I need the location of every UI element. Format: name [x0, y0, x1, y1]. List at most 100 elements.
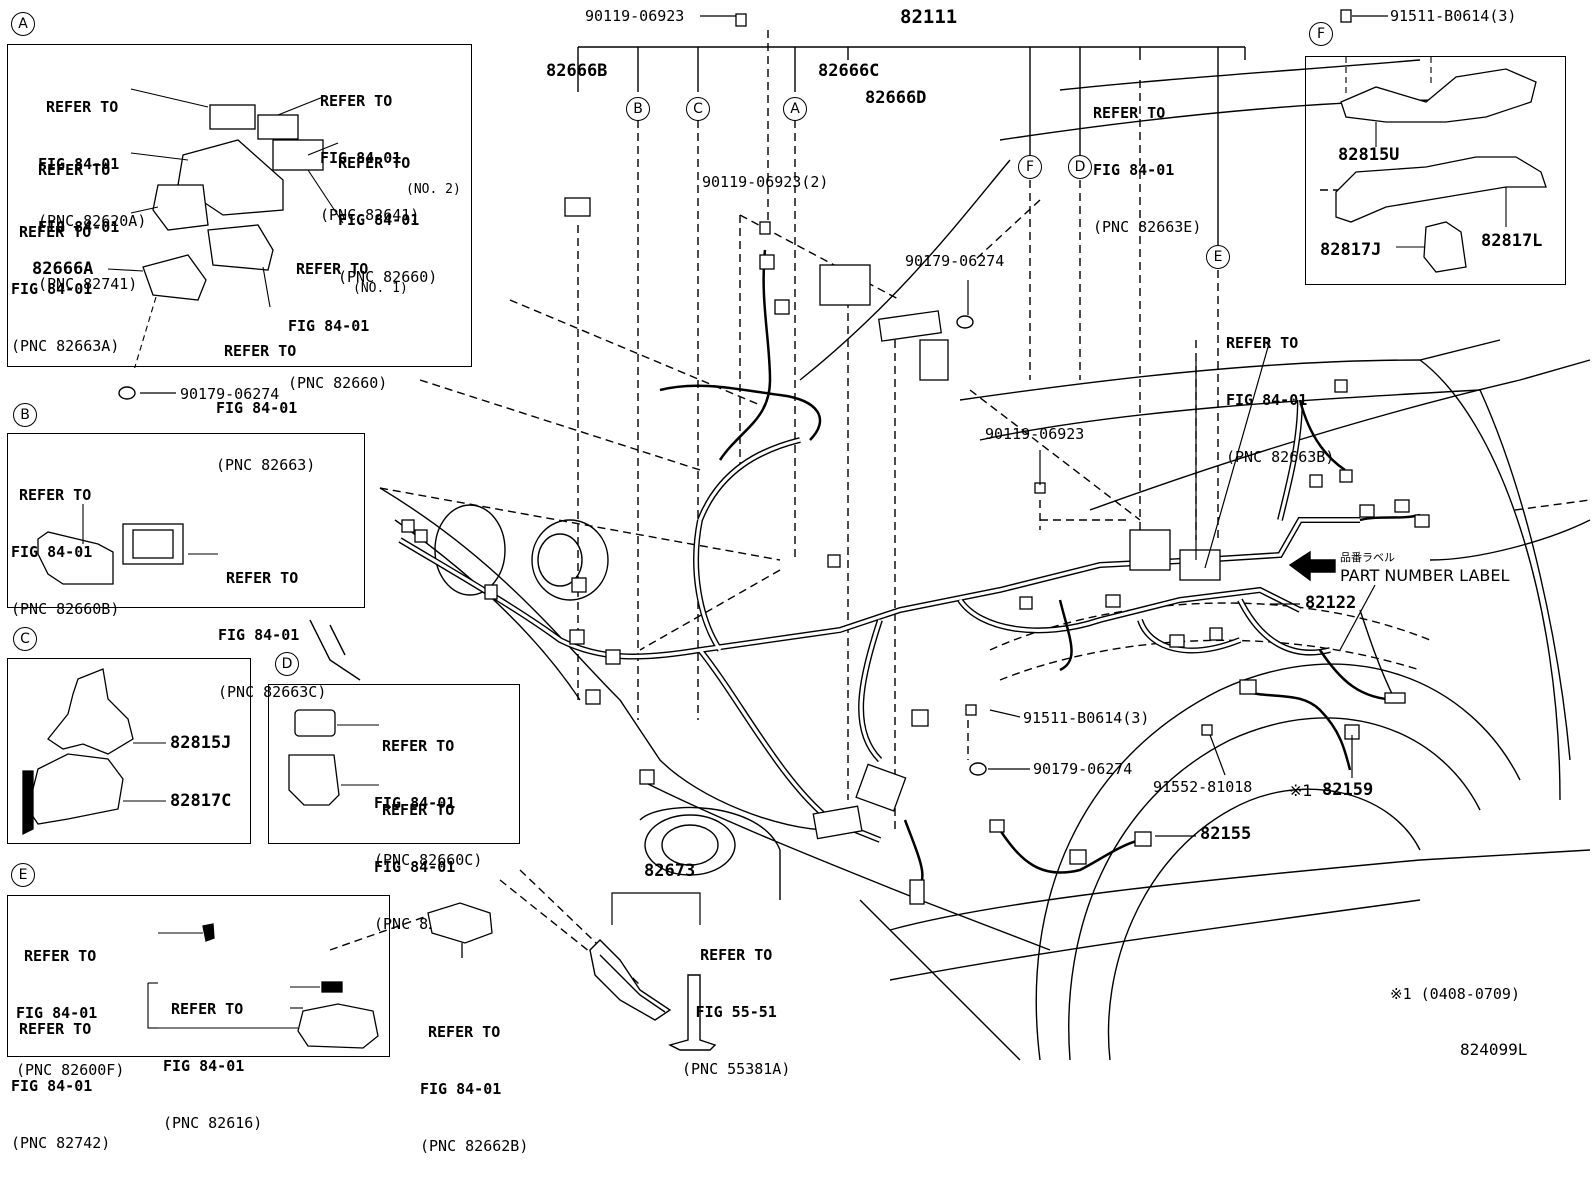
- inset-c: 82815J 82817C: [7, 658, 251, 844]
- inset-a-ref-82660-no1: REFER TO FIG 84-01 (PNC 82660): [288, 222, 387, 431]
- ref-82663e: REFER TO FIG 84-01 (PNC 82663E): [1093, 66, 1201, 275]
- inset-e-art: [147, 923, 379, 1049]
- ref-line: FIG 84-01: [11, 1077, 93, 1095]
- callout-a: A: [783, 97, 807, 121]
- ref-82663b: REFER TO FIG 84-01 (PNC 82663B): [1226, 296, 1334, 505]
- drawing-number: 824099L: [1460, 1040, 1528, 1059]
- ref-line: (PNC 82616): [163, 1114, 263, 1132]
- part-82673: 82673: [644, 861, 696, 881]
- part-number-label-en: PART NUMBER LABEL: [1340, 566, 1510, 585]
- ref-line: FIG 84-01: [374, 794, 456, 812]
- inset-e-cover-art: [427, 902, 493, 958]
- inset-b-ref-82660b: REFER TO FIG 84-01 (PNC 82660B): [11, 448, 119, 657]
- inset-f-bolt-label: 91511-B0614(3): [1390, 7, 1517, 25]
- part-82817c: 82817C: [170, 791, 232, 811]
- bolt-label-2: 90119-06923(2): [702, 173, 829, 191]
- inset-b-ref-82663c: REFER TO FIG 84-01 (PNC 82663C): [218, 531, 326, 740]
- ref-line: FIG 84-01: [11, 543, 93, 561]
- ref-line: REFER TO: [171, 1000, 244, 1018]
- callout-f: F: [1018, 155, 1042, 179]
- ref-line: FIG 84-01: [420, 1080, 502, 1098]
- inset-b: REFER TO FIG 84-01 (PNC 82660B) REFER TO…: [7, 433, 365, 701]
- inset-f-badge: F: [1309, 22, 1333, 46]
- inset-b-badge: B: [13, 403, 37, 427]
- inset-a: REFER TO FIG 84-01 (PNC 82620A) REFER TO…: [7, 44, 472, 474]
- ref-line: REFER TO: [19, 1020, 92, 1038]
- ref-line: (PNC 82742): [11, 1134, 111, 1152]
- inset-a-badge: A: [11, 12, 35, 36]
- inset-e: REFER TO FIG 84-01 (PNC 82600F) REFER TO…: [7, 895, 390, 1152]
- part-82817l: 82817L: [1481, 231, 1543, 251]
- ref-line: (PNC 82662B): [420, 1137, 529, 1155]
- inset-d-badge: D: [275, 652, 299, 676]
- callout-b: B: [626, 97, 650, 121]
- inset-a-ref-82663a: REFER TO FIG 84-01 (PNC 82663A): [11, 185, 119, 394]
- ref-line: (PNC 82660B): [11, 600, 120, 618]
- ref-line: FIG 84-01: [38, 155, 120, 173]
- part-number-label-jp: 品番ラベル: [1340, 551, 1395, 564]
- ref-line: (PNC 82741): [38, 275, 138, 293]
- ref-line: FIG 84-01: [320, 149, 402, 167]
- ref-line: REFER TO: [700, 946, 773, 964]
- part-82666a: 82666A: [32, 259, 94, 279]
- ref-line: (PNC 82620A): [38, 212, 147, 230]
- part-82666c: 82666C: [818, 61, 880, 81]
- ref-line: REFER TO: [296, 260, 369, 278]
- note-mark: ※1: [1289, 781, 1313, 800]
- ref-line: FIG 84-01: [1226, 391, 1308, 409]
- ref-line: REFER TO: [428, 1023, 501, 1041]
- ref-line: FIG 84-01: [216, 399, 298, 417]
- bolt-label-4: 91511-B0614(3): [1023, 709, 1150, 727]
- ref-line: (PNC 82641): [320, 206, 420, 224]
- ref-55381a: REFER TO FIG 55-51 (PNC 55381A): [682, 908, 790, 1117]
- inset-a-ref-82660-no2: REFER TO FIG 84-01 (PNC 82660): [338, 116, 437, 325]
- inset-f-art: [1335, 57, 1547, 273]
- inset-e-ref-82662b: REFER TO FIG 84-01 (PNC 82662B): [420, 985, 528, 1194]
- inset-e-badge: E: [11, 863, 35, 887]
- ref-line: FIG 84-01: [11, 280, 93, 298]
- ref-line: REFER TO: [224, 342, 297, 360]
- part-82817j: 82817J: [1320, 240, 1382, 260]
- ref-line: (PNC 82660): [338, 268, 438, 286]
- ref-line: FIG 55-51: [695, 1003, 777, 1021]
- ref-line: FIG 84-01: [16, 1004, 98, 1022]
- ref-line: (PNC 82663A): [11, 337, 120, 355]
- harness-line-art: [118, 9, 1591, 1061]
- part-82155: 82155: [1200, 824, 1252, 844]
- inset-e-ref-82616: REFER TO FIG 84-01 (PNC 82616): [163, 962, 262, 1171]
- ref-line: FIG 84-01: [288, 317, 370, 335]
- inset-a-ref-82620a: REFER TO FIG 84-01 (PNC 82620A): [38, 60, 146, 269]
- inset-a-clip-label: 90179-06274: [180, 385, 280, 403]
- part-82815j: 82815J: [170, 733, 232, 753]
- ref-line: REFER TO: [1093, 104, 1166, 122]
- bolt-label-3: 90119-06923: [985, 425, 1085, 443]
- ref-line: (PNC 55381A): [682, 1060, 791, 1078]
- callout-e: E: [1206, 245, 1230, 269]
- ref-line: (PNC 82600F): [16, 1061, 125, 1079]
- inset-c-art: [22, 668, 166, 836]
- ref-line: FIG 84-01: [38, 218, 120, 236]
- part-82815u: 82815U: [1338, 145, 1400, 165]
- ref-line: REFER TO: [46, 98, 119, 116]
- ref-line: REFER TO: [338, 154, 411, 172]
- ref-line: FIG 84-01: [163, 1057, 245, 1075]
- ref-line: REFER TO: [320, 92, 393, 110]
- inset-f: 82815U 82817L 82817J: [1305, 56, 1566, 285]
- ref-line: (PNC 82663B): [1226, 448, 1335, 466]
- callout-d: D: [1068, 155, 1092, 179]
- ref-line: FIG 84-01: [218, 626, 300, 644]
- harness-part-82111: 82111: [900, 6, 958, 28]
- inset-d-ref-82660c: REFER TO FIG 84-01 (PNC 82660C): [374, 699, 482, 908]
- ref-line: REFER TO: [1226, 334, 1299, 352]
- part-82122: 82122: [1305, 593, 1357, 613]
- part-82666b: 82666B: [546, 61, 608, 81]
- top-bolt-label: 90119-06923: [585, 7, 685, 25]
- part-82159: 82159: [1322, 780, 1374, 800]
- inset-e-ref-82742: REFER TO FIG 84-01 (PNC 82742): [11, 982, 110, 1191]
- bolt-label-5: 91552-81018: [1153, 778, 1253, 796]
- ref-line: REFER TO: [19, 223, 92, 241]
- parts-diagram: B C A F D E 90119-06923 82111 82666B 826…: [7, 6, 1591, 1155]
- part-82666d: 82666D: [865, 88, 927, 108]
- inset-d: REFER TO FIG 84-01 (PNC 82660C) REFER TO…: [268, 684, 520, 933]
- ref-line: REFER TO: [382, 737, 455, 755]
